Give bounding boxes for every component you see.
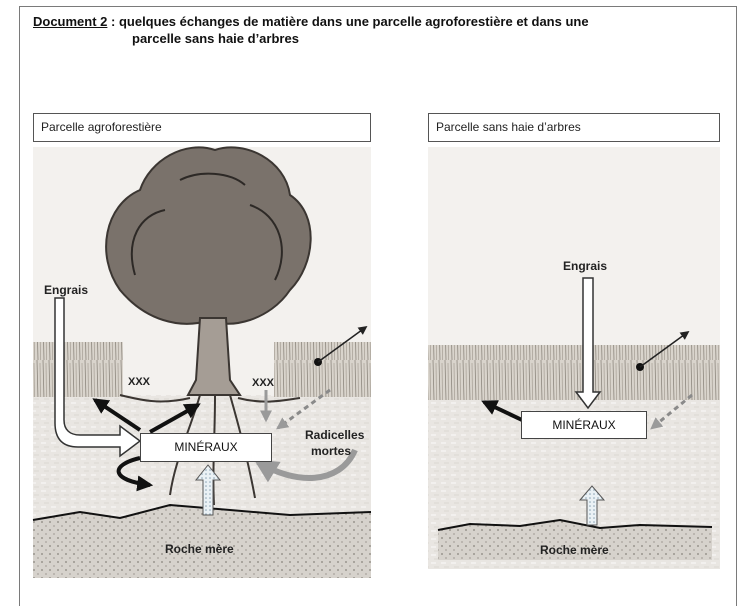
- right-absorption-arrow: [481, 400, 523, 422]
- right-panel-title: Parcelle sans haie d’arbres: [428, 113, 720, 142]
- left-grey-arrows: [253, 390, 358, 483]
- right-engrais-arrow: [574, 277, 602, 410]
- right-gas-arrow: [636, 330, 690, 371]
- left-mineraux-box: MINÉRAUX: [140, 433, 272, 462]
- right-roche-label: Roche mère: [540, 543, 609, 557]
- left-rock-arrow: [194, 464, 222, 516]
- right-crop-layer: [428, 345, 720, 400]
- heading-text: : quelques échanges de matière dans une …: [107, 14, 589, 29]
- left-radicelles-label-2: mortes: [311, 444, 352, 458]
- left-roche-label: Roche mère: [165, 542, 234, 556]
- document-ref: Document 2: [33, 14, 108, 29]
- left-xxx-label-2: XXX: [252, 377, 275, 389]
- left-dotted-arrow: [276, 388, 331, 430]
- document-frame: [19, 6, 737, 606]
- right-rock-arrow: [578, 485, 606, 526]
- document-heading: Document 2 : quelques échanges de matièr…: [33, 13, 733, 30]
- left-panel-title: Parcelle agroforestière: [33, 113, 371, 142]
- left-radicelles-label-1: Radicelles: [305, 428, 365, 442]
- right-engrais-label: Engrais: [563, 259, 608, 273]
- heading-line2: parcelle sans haie d’arbres: [132, 31, 299, 46]
- left-gas-arrow: [314, 325, 368, 366]
- left-engrais-label: Engrais: [44, 283, 89, 297]
- left-bedrock: [32, 503, 372, 578]
- right-bedrock: [437, 518, 713, 560]
- left-absorption-arrows: [92, 398, 201, 492]
- left-engrais-arrow: [54, 297, 142, 458]
- left-crop-layer: [33, 342, 371, 397]
- right-mineraux-box: MINÉRAUX: [521, 411, 647, 439]
- left-xxx-label-1: XXX: [128, 376, 151, 388]
